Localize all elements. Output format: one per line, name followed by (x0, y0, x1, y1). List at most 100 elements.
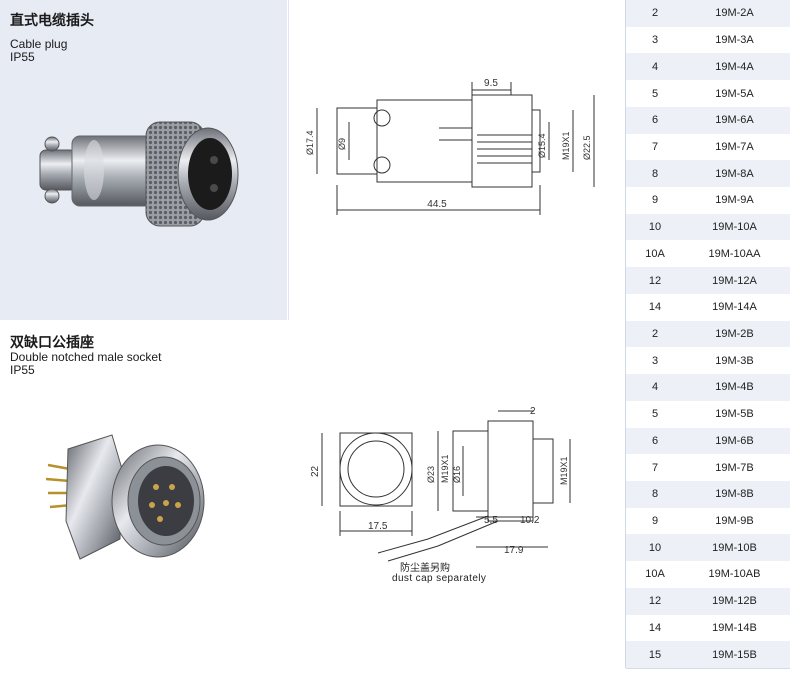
pin-count-cell: 2 (651, 7, 659, 20)
pin-count-cell: 8 (651, 167, 659, 180)
table-row: 9 19M-9A (626, 187, 790, 215)
pin-count-cell: 3 (651, 34, 659, 47)
dim-d4: M19X1 (561, 131, 571, 160)
pin-count-cell: 14 (648, 621, 662, 634)
section-male-socket: 双缺口公插座 Double notched male socket IP55 (0, 321, 625, 668)
product-title-en: Double notched male socket (10, 350, 162, 364)
table-row: 7 19M-7A (626, 133, 790, 162)
model-cell: 19M-10AA (708, 247, 761, 260)
product-rating: IP55 (10, 50, 35, 64)
pin-count-cell: 10 (648, 541, 662, 554)
model-cell: 19M-8A (715, 167, 754, 180)
table-row: 14 19M-14A (626, 293, 790, 322)
model-cell: 19M-2A (715, 7, 754, 20)
model-cell: 19M-10A (712, 221, 757, 234)
pin-count-cell: 7 (651, 140, 659, 153)
product-title-en: Cable plug (10, 37, 68, 51)
model-cell: 19M-10AB (708, 568, 761, 581)
dim-width: 17.5 (368, 521, 388, 532)
product-title-cn: 直式电缆插头 (10, 13, 94, 29)
table-row: 3 19M-3B (626, 347, 790, 376)
model-cell: 19M-15B (712, 648, 757, 661)
cable-plug-photo (39, 121, 239, 227)
model-cell: 19M-14A (712, 301, 757, 314)
pin-count-cell: 3 (651, 354, 659, 367)
model-cell: 19M-4B (715, 381, 754, 394)
model-cell: 19M-3B (715, 354, 754, 367)
table-row: 15 19M-15B (626, 641, 790, 669)
dim-m1: M19X1 (440, 454, 450, 483)
model-cell: 19M-8B (715, 488, 754, 501)
dust-cap-note-cn: 防尘盖另购 (400, 563, 450, 574)
cable-plug-drawing: 44.5 9.5 Ø17.4 Ø9 Ø15.4 M19X1 Ø22.5 (288, 0, 626, 320)
pin-count-cell: 8 (651, 488, 659, 501)
dim-d3: Ø15.4 (537, 133, 547, 158)
dim-height: 22 (310, 465, 321, 477)
model-cell: 19M-3A (715, 34, 754, 47)
dim-t: 2 (530, 406, 536, 417)
dim-c: 17.9 (504, 545, 524, 556)
dim-d2: Ø9 (337, 138, 347, 150)
table-row: 9 19M-9B (626, 507, 790, 536)
pin-count-cell: 15 (648, 648, 662, 661)
table-row: 10 19M-10A (626, 213, 790, 242)
pin-count-cell: 4 (651, 381, 659, 394)
table-row: 10A 19M-10AB (626, 561, 790, 589)
table-row: 6 19M-6B (626, 427, 790, 456)
model-cell: 19M-7A (715, 140, 754, 153)
model-cell: 19M-14B (712, 621, 757, 634)
table-row: 10A 19M-10AA (626, 240, 790, 269)
dust-cap-note-en: dust cap separately (392, 573, 487, 584)
dim-m2: M19X1 (559, 456, 569, 485)
product-panel: 直式电缆插头 Cable plug IP55 (0, 0, 287, 320)
table-row: 2 19M-2A (626, 0, 790, 28)
pin-count-cell: 6 (651, 434, 659, 447)
male-socket-photo (45, 434, 205, 560)
dim-d16: Ø16 (452, 466, 462, 483)
pin-count-cell: 10A (645, 568, 665, 581)
model-cell: 19M-6B (715, 434, 754, 447)
model-cell: 19M-12A (712, 274, 757, 287)
pin-count-cell: 9 (651, 194, 659, 207)
male-socket-drawing: 22 17.5 Ø23 Ø16 M19X1 M19X1 2 5.5 10.2 1… (288, 321, 625, 668)
product-title-cn: 双缺口公插座 (10, 335, 94, 351)
model-cell: 19M-6A (715, 114, 754, 127)
table-row: 7 19M-7B (626, 454, 790, 482)
model-cell: 19M-4A (715, 60, 754, 73)
model-cell: 19M-9A (715, 194, 754, 207)
model-cell: 19M-2B (715, 327, 754, 340)
pin-count-cell: 5 (651, 87, 659, 100)
dim-top: 9.5 (484, 78, 498, 89)
model-cell: 19M-9B (715, 515, 754, 528)
pin-count-cell: 10A (645, 247, 665, 260)
pin-count-cell: 10 (648, 221, 662, 234)
table-row: 4 19M-4B (626, 374, 790, 402)
table-row: 6 19M-6A (626, 106, 790, 135)
pin-count-cell: 5 (651, 408, 659, 421)
table-row: 14 19M-14B (626, 614, 790, 643)
pin-count-cell: 14 (648, 301, 662, 314)
pin-count-cell: 9 (651, 515, 659, 528)
product-panel: 双缺口公插座 Double notched male socket IP55 (0, 321, 287, 668)
pin-count-cell: 4 (651, 60, 659, 73)
pin-count-cell: 7 (651, 461, 659, 474)
pin-count-cell: 6 (651, 114, 659, 127)
table-row: 3 19M-3A (626, 26, 790, 55)
table-row: 8 19M-8A (626, 160, 790, 189)
dim-length: 44.5 (427, 199, 447, 210)
table-row: 4 19M-4A (626, 53, 790, 82)
dim-d1: Ø17.4 (305, 130, 315, 155)
dim-a: 5.5 (484, 515, 498, 526)
dim-d23: Ø23 (426, 466, 436, 483)
product-rating: IP55 (10, 363, 35, 377)
table-row: 8 19M-8B (626, 480, 790, 509)
section-cable-plug: 直式电缆插头 Cable plug IP55 (0, 0, 626, 320)
model-cell: 19M-7B (715, 461, 754, 474)
